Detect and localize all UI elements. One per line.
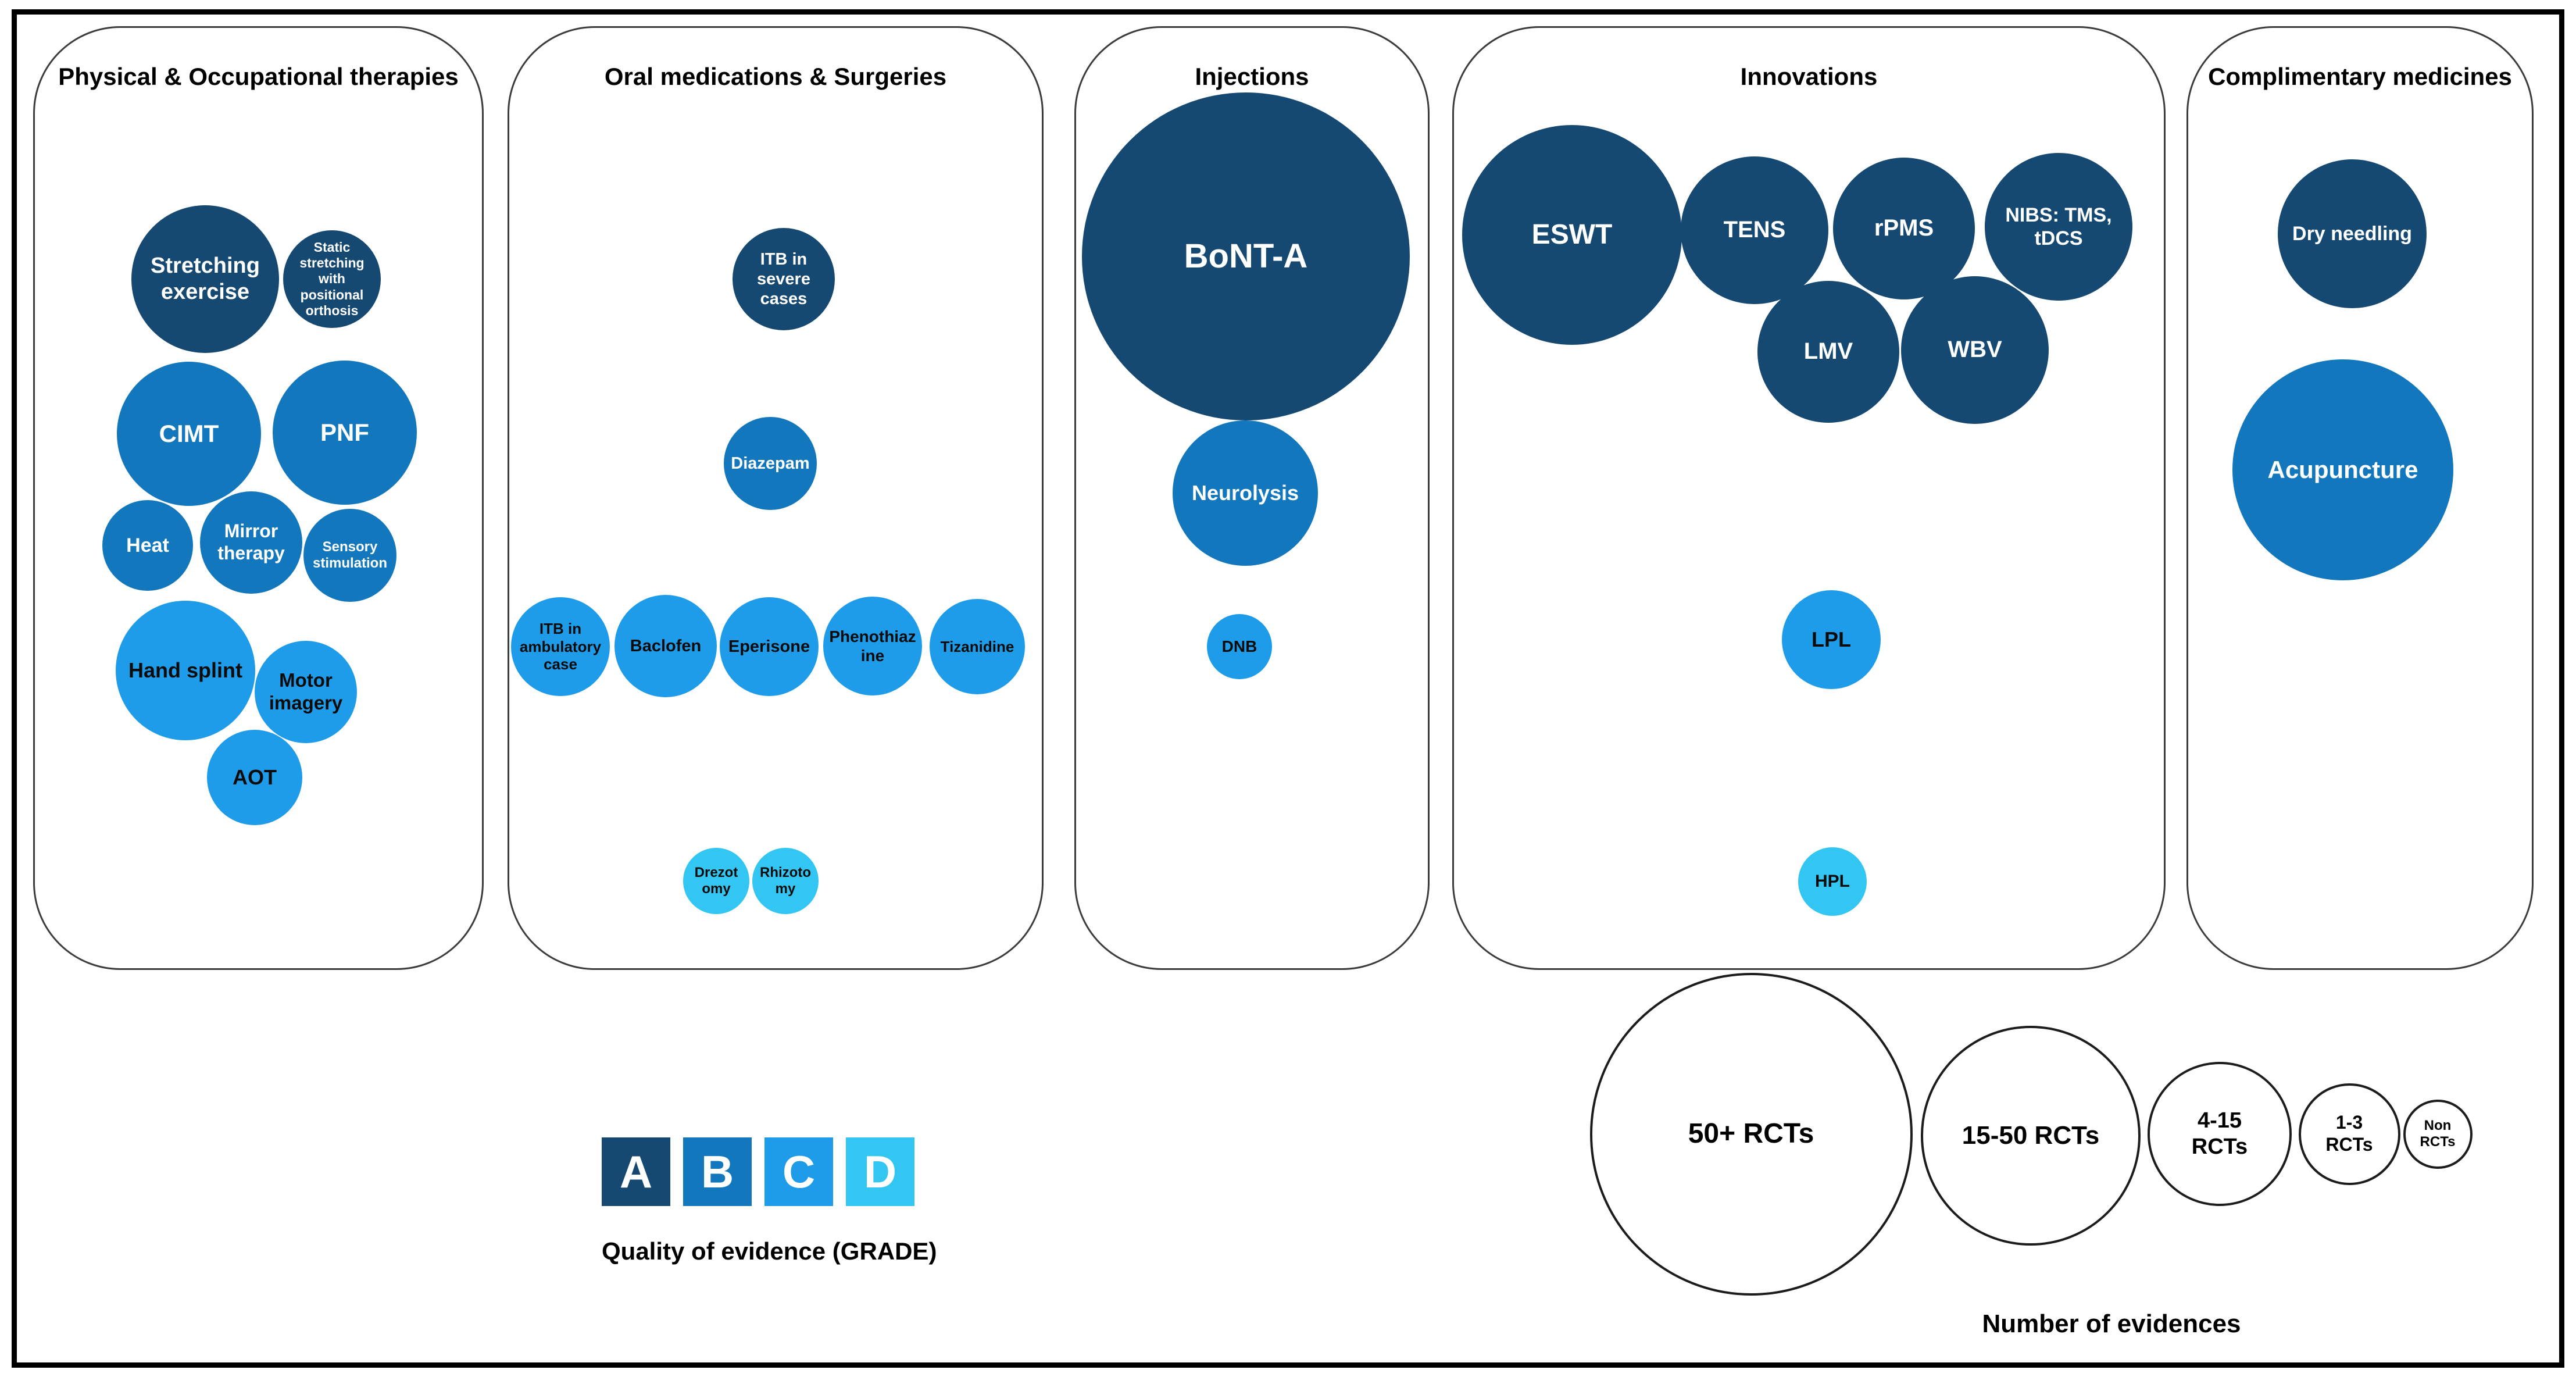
treatment-bubble: Phenothiaz ine: [823, 597, 922, 695]
treatment-label: Stretching exercise: [151, 254, 260, 304]
size-legend-circle: 4-15 RCTs: [2148, 1062, 2292, 1206]
size-legend-circle: 50+ RCTs: [1589, 972, 1913, 1296]
treatment-bubble: ITB in ambulatory case: [511, 597, 610, 696]
treatment-label: Phenothiaz ine: [829, 627, 916, 665]
treatment-label: LPL: [1811, 627, 1851, 651]
grade-square: C: [764, 1137, 833, 1206]
treatment-label: AOT: [233, 765, 277, 789]
size-legend-label: Number of evidences: [1982, 1310, 2241, 1338]
treatment-label: WBV: [1948, 337, 2002, 363]
treatment-bubble: AOT: [207, 730, 302, 825]
grade-legend: A B C D Quality of evidence (GRADE): [602, 1137, 937, 1265]
treatment-label: Sensory stimulation: [312, 538, 387, 571]
size-legend-circle-label: 4-15 RCTs: [2191, 1108, 2248, 1159]
treatment-label: LMV: [1803, 338, 1853, 365]
grade-letter: A: [619, 1146, 653, 1197]
treatment-bubble: NIBS: TMS, tDCS: [1985, 153, 2132, 301]
grade-legend-label: Quality of evidence (GRADE): [602, 1237, 937, 1265]
treatment-bubble: WBV: [1901, 276, 2049, 424]
panel-title: Innovations: [1740, 63, 1878, 90]
treatment-label: Baclofen: [630, 636, 702, 655]
size-legend-circle-label: 1-3 RCTs: [2325, 1112, 2373, 1155]
size-legend-circle: 15-50 RCTs: [1921, 1026, 2141, 1246]
treatment-bubble: LMV: [1757, 281, 1899, 423]
treatment-label: Neurolysis: [1191, 480, 1299, 505]
treatment-bubble: Tizanidine: [930, 599, 1025, 694]
treatment-bubble: DNB: [1207, 614, 1272, 679]
treatment-label: DNB: [1221, 637, 1257, 656]
size-legend-circle: 1-3 RCTs: [2298, 1083, 2400, 1185]
treatment-label: Motor imagery: [269, 669, 343, 714]
treatment-bubble: TENS: [1681, 156, 1828, 304]
size-legend-circle-label: 50+ RCTs: [1688, 1118, 1814, 1149]
grade-letter: B: [701, 1146, 734, 1197]
treatment-label: ESWT: [1531, 219, 1613, 250]
treatment-bubble: Drezot omy: [683, 848, 749, 914]
treatment-bubble: Hand splint: [116, 601, 255, 740]
panel-title: Oral medications & Surgeries: [604, 63, 947, 90]
treatment-bubble: BoNT-A: [1082, 92, 1410, 420]
grade-letter: C: [782, 1146, 816, 1197]
treatment-label: Acupuncture: [2267, 456, 2418, 484]
treatment-label: Drezot omy: [694, 864, 738, 897]
grade-letter: D: [863, 1146, 897, 1197]
treatment-bubble: PNF: [273, 361, 417, 505]
treatment-bubble: Eperisone: [720, 597, 819, 696]
treatment-label: ITB in ambulatory case: [519, 619, 602, 673]
treatment-label: Heat: [126, 534, 169, 556]
treatment-label: Tizanidine: [940, 637, 1014, 655]
treatment-label: TENS: [1723, 217, 1786, 243]
treatment-bubble: Sensory stimulation: [303, 509, 396, 602]
treatment-bubble: Baclofen: [614, 595, 717, 697]
treatment-label: HPL: [1814, 872, 1850, 891]
treatment-bubble: Motor imagery: [255, 641, 357, 743]
size-legend-circle-label: Non RCTs: [2420, 1117, 2456, 1150]
panel-title: Physical & Occupational therapies: [58, 63, 459, 90]
grade-square: D: [846, 1137, 914, 1206]
treatment-label: Dry needling: [2292, 222, 2412, 245]
grade-square: A: [602, 1137, 670, 1206]
treatment-label: CIMT: [159, 420, 219, 448]
treatment-bubble: HPL: [1798, 847, 1867, 916]
treatment-bubble: Heat: [102, 500, 193, 591]
treatment-label: Rhizoto my: [760, 864, 811, 897]
treatment-bubble: CIMT: [117, 362, 261, 506]
treatment-bubble: Stretching exercise: [131, 205, 279, 353]
treatment-label: rPMS: [1874, 215, 1934, 241]
grade-square: B: [683, 1137, 752, 1206]
treatment-label: Hand splint: [128, 658, 242, 682]
size-legend-circle: Non RCTs: [2403, 1099, 2473, 1169]
treatment-bubble: Rhizoto my: [752, 848, 819, 914]
treatment-bubble: Neurolysis: [1173, 420, 1318, 566]
treatment-bubble: Diazepam: [724, 417, 817, 510]
treatment-bubble: rPMS: [1833, 158, 1975, 299]
treatment-bubble: Acupuncture: [2232, 359, 2453, 580]
panel-title: Injections: [1195, 63, 1309, 90]
treatment-bubble: ITB in severe cases: [733, 228, 835, 330]
treatment-bubble: Dry needling: [2278, 159, 2427, 308]
treatment-bubble: Static stretching with positional orthos…: [283, 230, 381, 328]
treatment-label: BoNT-A: [1184, 237, 1308, 275]
treatment-label: NIBS: TMS, tDCS: [2005, 204, 2112, 249]
size-legend-circle-label: 15-50 RCTs: [1962, 1121, 2100, 1150]
treatment-label: Eperisone: [728, 637, 810, 656]
treatment-label: Mirror therapy: [217, 520, 285, 563]
treatment-label: Static stretching with positional orthos…: [299, 240, 365, 318]
panel-title: Complimentary medicines: [2208, 63, 2512, 90]
treatment-bubble: LPL: [1782, 590, 1881, 689]
treatment-bubble: ESWT: [1462, 125, 1682, 345]
grade-squares: A B C D: [602, 1137, 914, 1206]
treatment-bubble: Mirror therapy: [200, 491, 302, 594]
treatment-label: Diazepam: [731, 454, 810, 473]
treatment-label: PNF: [320, 419, 369, 447]
treatment-label: ITB in severe cases: [757, 249, 810, 309]
